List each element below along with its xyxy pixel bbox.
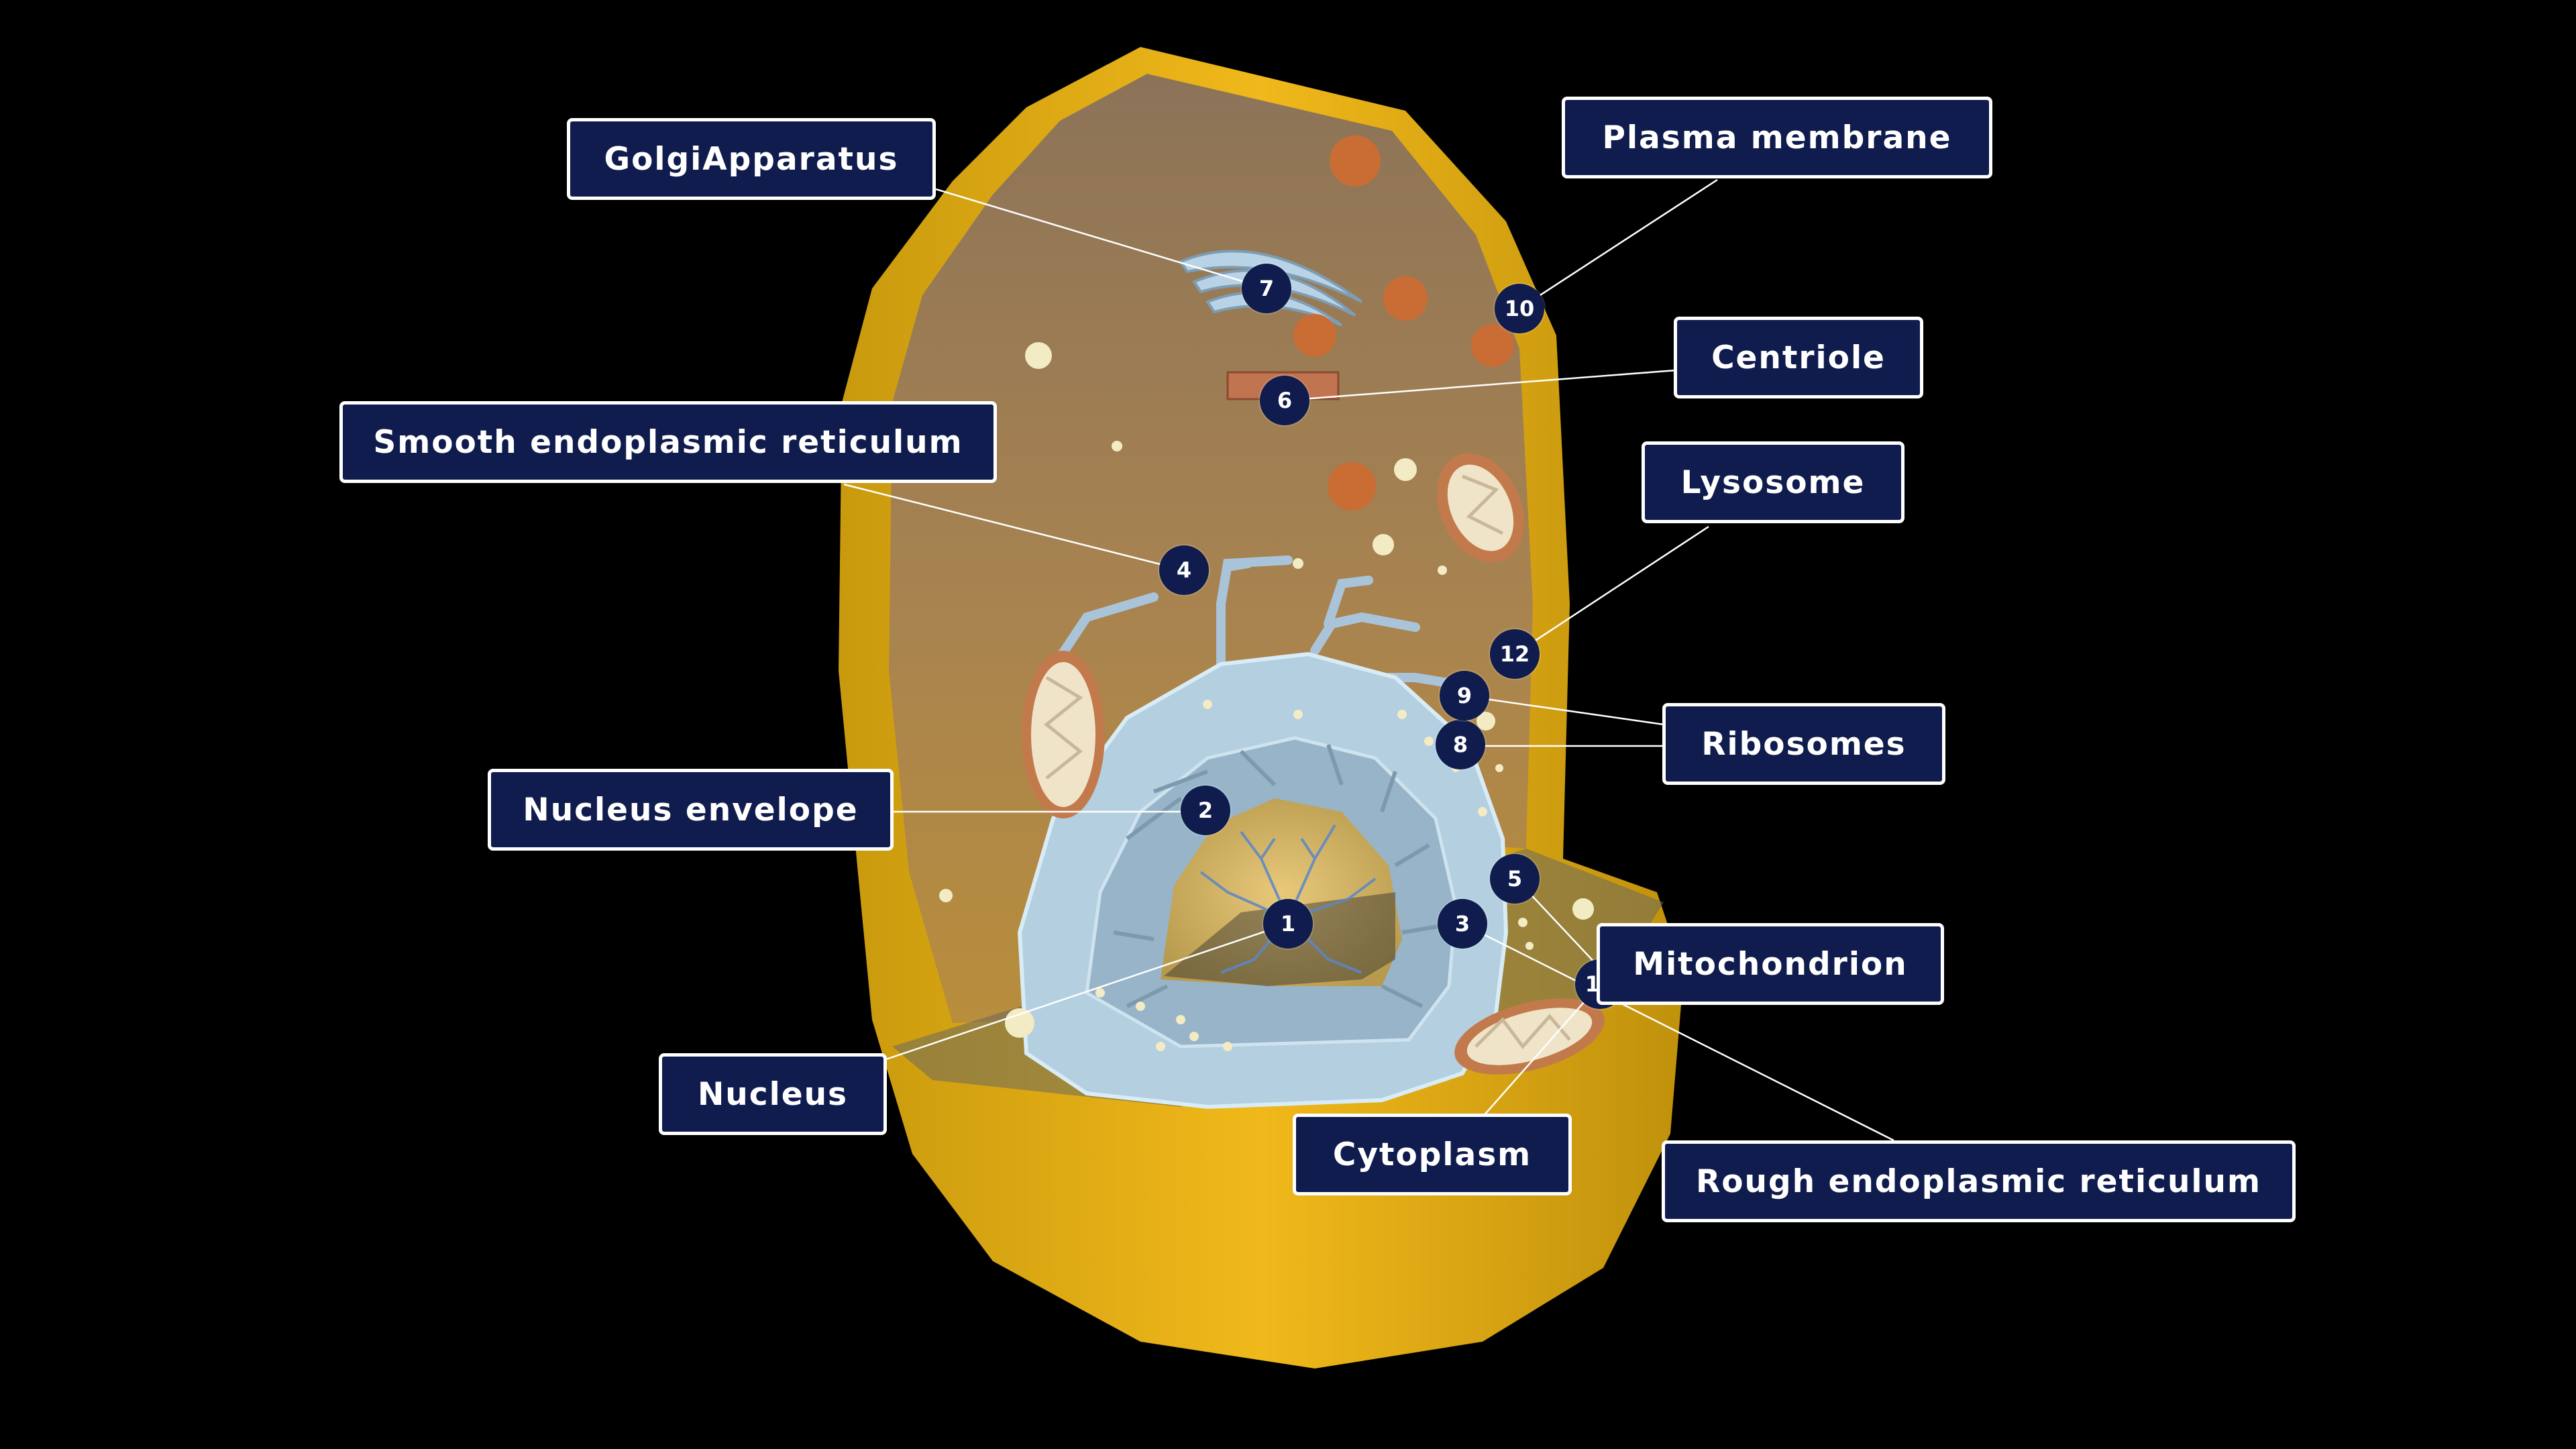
marker-12[interactable]: 12 — [1490, 629, 1540, 679]
label-plasma-membrane[interactable]: Plasma membrane — [1562, 97, 1992, 178]
marker-6[interactable]: 6 — [1260, 376, 1309, 425]
marker-9[interactable]: 9 — [1440, 671, 1489, 720]
nucleus-shape — [1161, 798, 1402, 986]
marker-4[interactable]: 4 — [1159, 545, 1209, 595]
label-centriole[interactable]: Centriole — [1674, 317, 1923, 398]
label-smooth-er[interactable]: Smooth endoplasmic reticulum — [339, 401, 997, 483]
label-nucleus-envelope[interactable]: Nucleus envelope — [488, 769, 894, 851]
ribosomes-shape — [939, 342, 1594, 1051]
marker-7[interactable]: 7 — [1242, 264, 1291, 313]
envelope-folds — [1113, 744, 1443, 1008]
label-cytoplasm[interactable]: Cytoplasm — [1293, 1114, 1572, 1195]
marker-10[interactable]: 10 — [1495, 284, 1544, 333]
marker-5[interactable]: 5 — [1490, 854, 1540, 904]
label-mitochondrion[interactable]: Mitochondrion — [1597, 923, 1944, 1005]
leader-lines — [843, 178, 1894, 1142]
label-rough-er[interactable]: Rough endoplasmic reticulum — [1662, 1140, 2296, 1222]
label-ribosomes[interactable]: Ribosomes — [1662, 703, 1945, 785]
mitochondrion-lower-right — [1454, 998, 1605, 1075]
lysosomes — [1293, 136, 1514, 511]
mitochondrion-upper-right — [1436, 453, 1525, 563]
marker-3[interactable]: 3 — [1438, 899, 1487, 949]
label-lysosome[interactable]: Lysosome — [1642, 441, 1904, 523]
marker-2[interactable]: 2 — [1181, 786, 1230, 835]
marker-1[interactable]: 1 — [1263, 899, 1313, 949]
marker-8[interactable]: 8 — [1436, 720, 1485, 769]
label-nucleus[interactable]: Nucleus — [659, 1053, 887, 1135]
mitochondrion-left — [1022, 651, 1105, 818]
label-golgi-apparatus[interactable]: GolgiApparatus — [567, 118, 936, 200]
